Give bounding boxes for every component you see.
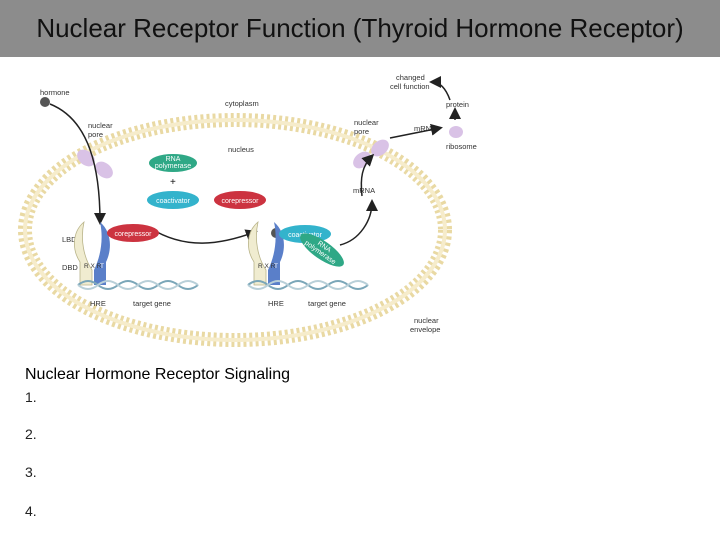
label-protein: protein xyxy=(446,100,469,109)
label-changed-2: cell function xyxy=(390,82,430,91)
label-target-gene-left: target gene xyxy=(133,299,171,308)
nuclear-envelope xyxy=(18,113,452,347)
label-nucleus: nucleus xyxy=(228,145,254,154)
dna-left xyxy=(77,280,199,290)
hormone-icon xyxy=(40,97,50,107)
diagram-caption: Nuclear Hormone Receptor Signaling xyxy=(25,366,291,383)
mrna-export-arrow xyxy=(389,123,443,139)
rna-polymerase-pill: RNA polymerase xyxy=(149,154,197,172)
tr-right-label: T R xyxy=(274,263,285,270)
tr-left-label: T R xyxy=(100,263,111,270)
list-item-1: 1. xyxy=(25,389,37,405)
corepressor-left-label: corepressor xyxy=(115,231,153,238)
title-bar xyxy=(0,0,720,57)
label-hre-left: HRE xyxy=(90,299,106,308)
hormone-path-arrow xyxy=(49,103,106,225)
receptor-diagram: hormone nuclear pore cytoplasm nucleus n… xyxy=(18,73,477,347)
label-nuclear-pore-left-1: nuclear xyxy=(88,121,113,130)
label-dbd: DBD xyxy=(62,263,78,272)
rxr-right-label: R X R xyxy=(258,263,276,270)
label-mrna-in: mRNA xyxy=(353,186,375,195)
slide-title: Nuclear Receptor Function (Thyroid Hormo… xyxy=(36,13,684,43)
label-cytoplasm: cytoplasm xyxy=(225,99,259,108)
label-ribosome: ribosome xyxy=(446,142,477,151)
receptor-left: R X R T R xyxy=(74,220,111,286)
rna-pol-label-1: RNA xyxy=(166,156,181,163)
rna-pol-label-2: polymerase xyxy=(155,163,191,170)
list-item-4: 4. xyxy=(25,503,37,519)
plus-sign: + xyxy=(170,177,176,188)
label-nuclear-pore-right-1: nuclear xyxy=(354,118,379,127)
dna-right xyxy=(247,280,369,290)
label-lbd: LBD xyxy=(62,235,77,244)
label-target-gene-right: target gene xyxy=(308,299,346,308)
corepressor-pill-left: corepressor xyxy=(107,224,159,242)
list-item-2: 2. xyxy=(25,426,37,442)
corepressor-mid-label: corepressor xyxy=(222,198,260,205)
ribosome-icon xyxy=(449,126,463,138)
label-nuclear-envelope-2: envelope xyxy=(410,325,440,334)
mrna-to-pore-arrow xyxy=(360,153,375,197)
label-hre-right: HRE xyxy=(268,299,284,308)
receptor-right: R X R T R xyxy=(248,220,285,286)
label-changed-1: changed xyxy=(396,73,425,82)
list-item-3: 3. xyxy=(25,464,37,480)
exchange-arrow xyxy=(149,227,258,244)
nuclear-pore-left xyxy=(77,149,113,179)
coactivator-pill: coactivator xyxy=(147,191,199,209)
label-mrna-out: mRNA xyxy=(414,124,436,133)
rna-polymerase-pill-right: RNA polymerase xyxy=(300,233,344,267)
corepressor-pill-mid: corepressor xyxy=(214,191,266,209)
label-hormone: hormone xyxy=(40,88,70,97)
label-nuclear-pore-right-2: pore xyxy=(354,127,369,136)
label-nuclear-pore-left-2: pore xyxy=(88,130,103,139)
transcription-arrow xyxy=(339,199,378,246)
rxr-left-label: R X R xyxy=(84,263,102,270)
coactivator-label: coactivator xyxy=(156,198,191,205)
changed-function-arrow xyxy=(429,76,451,101)
label-nuclear-envelope-1: nuclear xyxy=(414,316,439,325)
